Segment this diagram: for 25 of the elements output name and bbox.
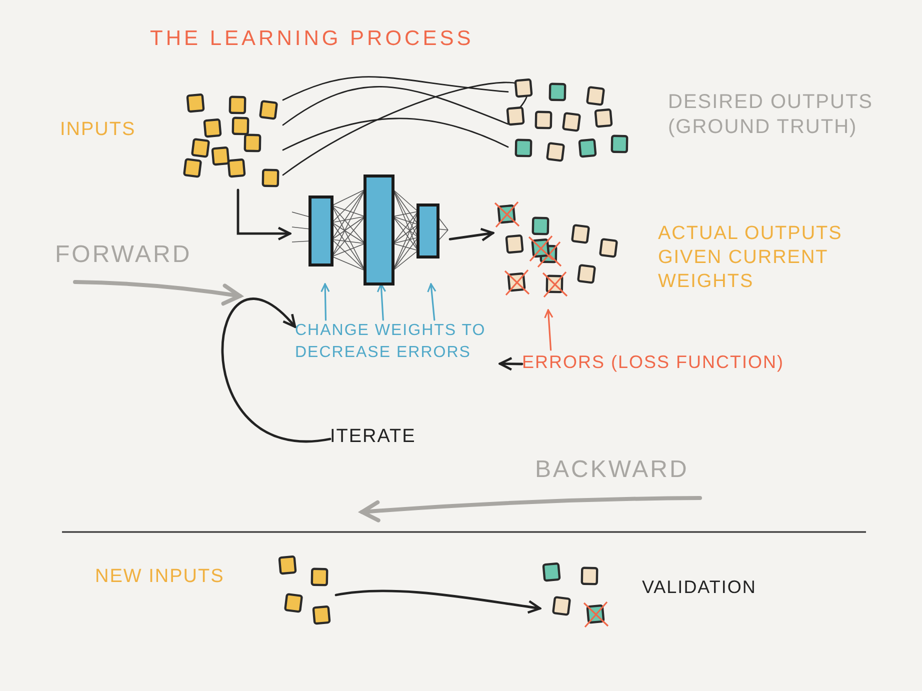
- arrow: [448, 228, 494, 242]
- arrow: [427, 283, 436, 321]
- direction-label: FORWARD: [55, 240, 192, 270]
- arrow: [320, 283, 330, 321]
- neural-network-drawing: [290, 172, 450, 284]
- arrow: [498, 356, 524, 371]
- node-label: ITERATE: [330, 424, 440, 454]
- direction-label: BACKWARD: [535, 455, 689, 485]
- arrow: [236, 188, 292, 240]
- arrow: [544, 309, 554, 351]
- node-label: ACTUAL OUTPUTS GIVEN CURRENT WEIGHTS: [658, 222, 844, 294]
- connector-line: [282, 76, 509, 101]
- node-label: INPUTS: [60, 118, 137, 142]
- connector-line: [282, 118, 509, 151]
- arrow: [334, 590, 542, 614]
- connector-line: [282, 82, 528, 176]
- node-label: CHANGE WEIGHTS TO DECREASE ERRORS: [295, 320, 500, 376]
- node-label: DESIRED OUTPUTS (GROUND TRUTH): [668, 90, 874, 140]
- arrow: [376, 283, 386, 321]
- connector-line: [282, 86, 509, 126]
- node-label: NEW INPUTS: [95, 565, 226, 589]
- node-label: VALIDATION: [642, 576, 758, 598]
- node-label: ERRORS (LOSS FUNCTION): [522, 350, 822, 378]
- title: THE LEARNING PROCESS: [150, 26, 474, 52]
- arrow: [221, 298, 332, 442]
